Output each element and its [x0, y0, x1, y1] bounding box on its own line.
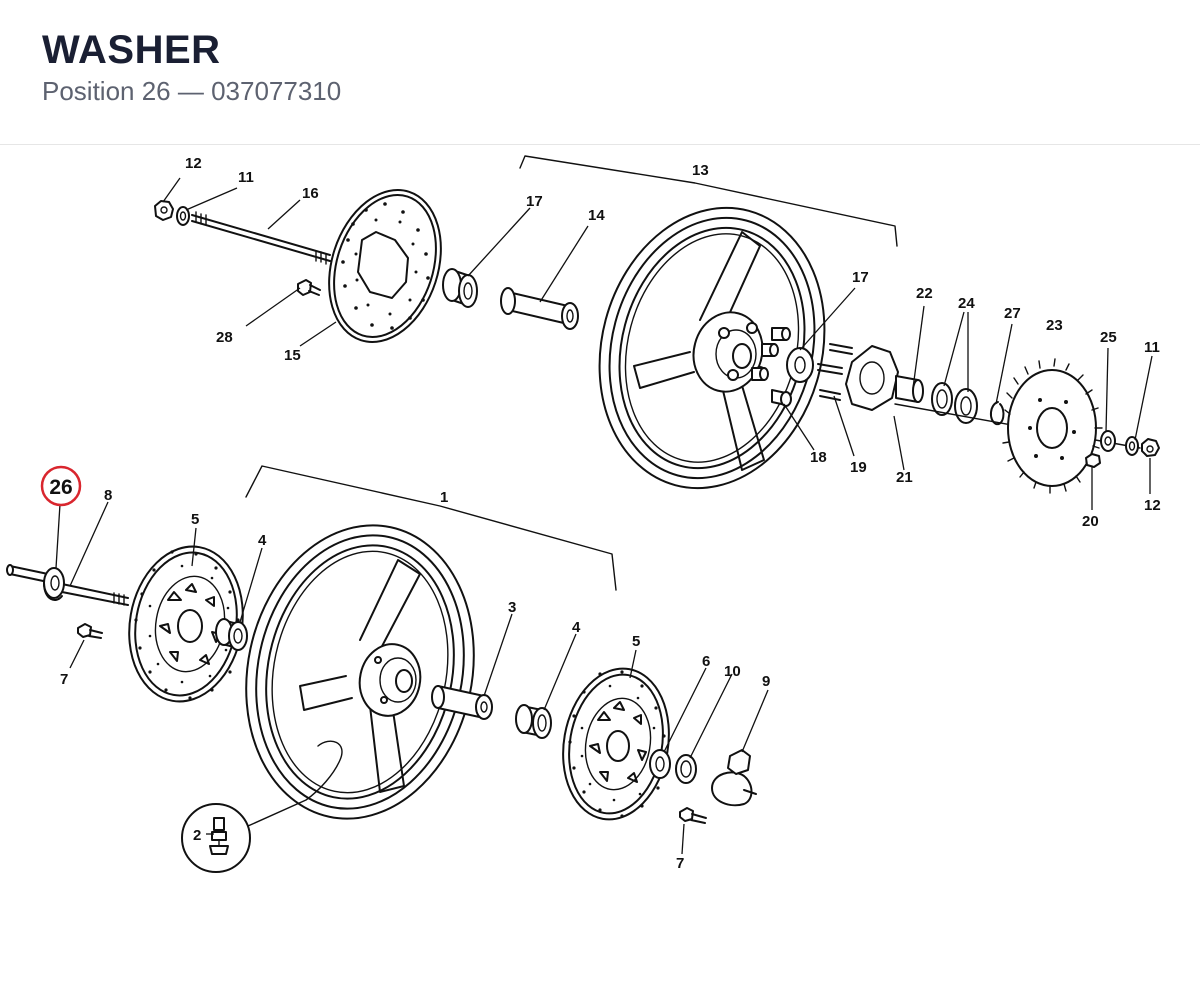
rear-brake-disc-part-15[interactable]: [310, 175, 459, 356]
front-spacer-part-3[interactable]: [431, 685, 493, 720]
highlight-ring: [40, 465, 82, 507]
callout-1: 1: [440, 489, 448, 506]
front-disc-bolt-part-7-right[interactable]: [679, 807, 707, 824]
callout-14: 14: [588, 207, 605, 224]
bracket-1: [245, 465, 617, 591]
valve-inset-part-2[interactable]: [181, 803, 251, 873]
nut-part-12-right[interactable]: [1141, 438, 1160, 457]
callout-3: 3: [508, 599, 516, 616]
sprocket-carrier-part-21[interactable]: [845, 345, 924, 411]
rear-spacer-part-14[interactable]: [500, 287, 579, 330]
callout-2: 2: [193, 827, 201, 844]
callout-5a: 5: [191, 511, 199, 528]
part-subtitle: Position 26 — 037077310: [42, 76, 342, 106]
callout-27: 27: [1004, 305, 1021, 322]
rear-axle-nut-part-12[interactable]: [154, 200, 174, 221]
callout-17b: 17: [852, 269, 869, 286]
rear-bearing-part-17-right[interactable]: [786, 347, 814, 383]
circlip-part-27[interactable]: [990, 401, 1005, 426]
callout-6: 6: [702, 653, 710, 670]
callout-8: 8: [104, 487, 112, 504]
bearing-part-24[interactable]: [954, 388, 978, 424]
bracket-13: [519, 155, 898, 247]
callout-labels: 12 11 16 13 17 14 28 15 17 22 24 27 23 2…: [60, 155, 1161, 872]
rear-axle-part-16[interactable]: [191, 211, 331, 265]
callout-7a: 7: [60, 671, 68, 688]
rear-washer-part-11[interactable]: [176, 206, 190, 226]
sprocket-stud-part-19[interactable]: [817, 343, 853, 401]
front-bearing-part-4-left[interactable]: [215, 618, 248, 651]
exploded-parts-diagram: 12 11 16 13 17 14 28 15 17 22 24 27 23 2…: [6, 155, 1161, 873]
callout-25: 25: [1100, 329, 1117, 346]
callout-21: 21: [896, 469, 913, 486]
valve-leader: [247, 740, 343, 827]
callout-12a: 12: [185, 155, 202, 172]
callout-17a: 17: [526, 193, 543, 210]
front-disc-bolt-part-7-left[interactable]: [77, 623, 103, 639]
rear-leader-lines: [162, 177, 1153, 510]
callout-18: 18: [810, 449, 827, 466]
callout-5b: 5: [632, 633, 640, 650]
rear-wheel-assembly: [154, 155, 1160, 513]
cush-rubber-part-18[interactable]: [771, 389, 792, 407]
callout-13: 13: [692, 162, 709, 179]
front-bearing-part-4-right[interactable]: [515, 704, 552, 739]
callout-20: 20: [1082, 513, 1099, 530]
front-wheel-assembly: [6, 465, 769, 873]
callout-19: 19: [850, 459, 867, 476]
speedometer-drive-part-9[interactable]: [711, 749, 757, 807]
front-leader-lines: [55, 501, 769, 855]
callout-24: 24: [958, 295, 975, 312]
page-title: WASHER: [42, 28, 221, 72]
rear-wheel-rim[interactable]: [569, 182, 855, 513]
washer-part-11-right[interactable]: [1125, 436, 1139, 456]
callout-9: 9: [762, 673, 770, 690]
callout-22: 22: [916, 285, 933, 302]
oil-seal-part-10[interactable]: [675, 754, 697, 784]
callout-12b: 12: [1144, 497, 1161, 514]
front-spacer-part-6[interactable]: [649, 749, 671, 779]
callout-16: 16: [302, 185, 319, 202]
page-header: WASHER Position 26 — 037077310: [0, 0, 1200, 145]
callout-11a: 11: [238, 169, 254, 186]
cush-drive-pins: [751, 327, 791, 381]
callout-10: 10: [724, 663, 741, 680]
rear-disc-bolt-part-28[interactable]: [297, 279, 321, 296]
highlight-label: 26: [49, 476, 72, 499]
washer-part-25[interactable]: [1100, 430, 1116, 452]
front-axle-part-8[interactable]: [6, 564, 129, 606]
callout-4b: 4: [572, 619, 581, 636]
callout-28: 28: [216, 329, 233, 346]
callout-11b: 11: [1144, 339, 1160, 356]
sprocket-nut-part-20[interactable]: [1085, 453, 1101, 468]
bearing-part-22[interactable]: [931, 382, 953, 416]
callout-7b: 7: [676, 855, 684, 872]
highlight-marker[interactable]: 26: [40, 465, 82, 507]
rear-sprocket-part-23[interactable]: [1002, 358, 1103, 494]
front-wheel-rim[interactable]: [220, 504, 501, 840]
rear-bearing-part-17-left[interactable]: [442, 268, 478, 308]
callout-4a: 4: [258, 532, 267, 549]
callout-23: 23: [1046, 317, 1063, 334]
callout-15: 15: [284, 347, 301, 364]
front-brake-disc-part-5-right[interactable]: [552, 660, 681, 828]
washer-part-26[interactable]: [43, 567, 65, 601]
